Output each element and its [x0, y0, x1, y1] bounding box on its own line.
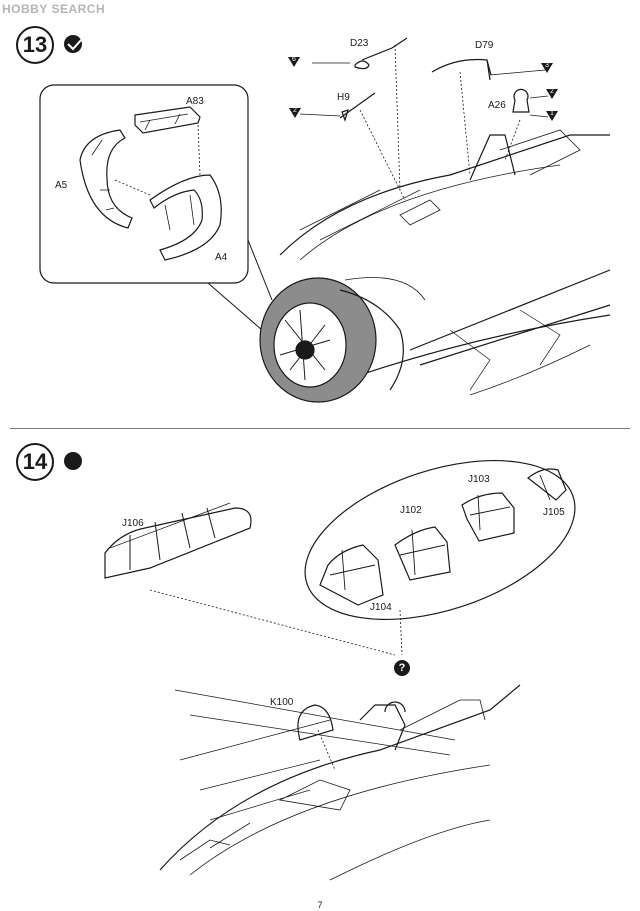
label-k100: K100 [270, 697, 294, 708]
glue-icon [64, 35, 82, 53]
part-a4-shape [149, 174, 222, 261]
part-j106-shape [104, 507, 252, 579]
cockpit-frame [469, 134, 516, 181]
inset-leader-2 [247, 239, 273, 301]
fuselage-lower-line [359, 314, 611, 376]
part-a5-shape [79, 129, 133, 229]
inset-leader [207, 282, 263, 331]
glue-icon [64, 452, 82, 470]
paint-markers [288, 57, 558, 121]
part-h9-shape [339, 92, 376, 122]
fuselage-14-top [159, 684, 521, 871]
part-j102-shape [394, 526, 451, 581]
paint-marker-number: 2 [293, 107, 297, 114]
label-h9: H9 [337, 92, 350, 103]
part-k100-shape [297, 704, 334, 741]
part-j103-shape [461, 492, 515, 542]
label-j106: J106 [122, 518, 144, 529]
label-j104: J104 [370, 602, 392, 613]
part-d23-shape [354, 37, 408, 70]
question-icon: ? [394, 660, 410, 676]
fuselage-top-line [279, 134, 610, 256]
label-a5: A5 [55, 180, 68, 191]
wing-lines [409, 269, 611, 366]
step-divider [10, 428, 630, 429]
label-d23: D23 [350, 38, 369, 49]
label-j105: J105 [543, 507, 565, 518]
label-j103: J103 [468, 474, 490, 485]
page-number: 7 [317, 900, 323, 910]
paint-marker-triangle [546, 111, 558, 121]
label-j102: J102 [400, 505, 422, 516]
paint-marker-number: 6 [292, 56, 296, 63]
paint-marker-number: 2 [550, 88, 554, 95]
inset-frame [39, 84, 249, 284]
part-a83-shape [134, 106, 201, 134]
paint-marker-triangle [288, 57, 300, 67]
step-14-number: 14 [16, 443, 54, 481]
part-j105-shape [527, 468, 567, 501]
watermark-text: HOBBY SEARCH [2, 2, 106, 16]
part-d79-shape [431, 58, 492, 81]
part-j104-shape [319, 544, 384, 606]
option-oval-frame [304, 460, 576, 620]
glue-check-mark [67, 38, 83, 51]
paint-marker-triangle [546, 89, 558, 99]
step-13-number: 13 [16, 26, 54, 64]
label-a83: A83 [186, 96, 204, 107]
paint-marker-triangle [541, 63, 553, 73]
label-a26: A26 [488, 100, 506, 111]
paint-marker-triangle [289, 108, 301, 118]
cockpit-14 [359, 701, 406, 751]
watermark: HOBBY SEARCH [2, 2, 105, 16]
part-a26-shape [512, 88, 530, 113]
label-a4: A4 [215, 252, 228, 263]
paint-marker-number: 1 [550, 110, 554, 117]
paint-marker-number: 3 [545, 62, 549, 69]
label-d79: D79 [475, 40, 494, 51]
